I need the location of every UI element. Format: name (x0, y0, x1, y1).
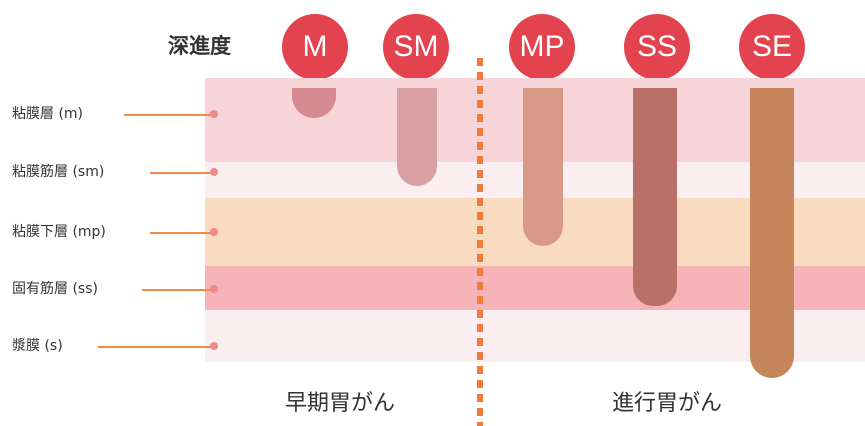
caption-early-gastric-cancer: 早期胃がん (285, 391, 396, 416)
layer-label-submucosa: 粘膜下層 (mp) (12, 224, 106, 240)
invasion-bar-mp (523, 88, 563, 246)
layer-label-serosa: 漿膜 (s) (12, 338, 63, 354)
stage-badge-mp: MP (509, 14, 575, 80)
invasion-bar-ss (633, 88, 677, 306)
leader-line (142, 289, 212, 291)
caption-advanced-gastric-cancer: 進行胃がん (612, 391, 723, 416)
leader-line (98, 346, 212, 348)
layer-label-mucosa: 粘膜層 (m) (12, 106, 84, 122)
leader-dot (210, 228, 218, 236)
leader-line (150, 172, 212, 174)
leader-line (150, 232, 212, 234)
stage-badge-ss: SS (624, 14, 690, 80)
leader-dot (210, 285, 218, 293)
depth-label: 深進度 (168, 34, 231, 58)
invasion-bar-sm (397, 88, 437, 186)
early-advanced-divider (477, 58, 483, 426)
leader-dot (210, 342, 218, 350)
layer-label-muscularis-propria: 固有筋層 (ss) (12, 281, 98, 297)
stage-badge-m: M (282, 14, 348, 80)
stage-badge-se: SE (739, 14, 805, 80)
leader-dot (210, 168, 218, 176)
leader-dot (210, 110, 218, 118)
layer-label-muscularis-mucosae: 粘膜筋層 (sm) (12, 164, 105, 180)
leader-line (124, 114, 212, 116)
stage-badge-sm: SM (383, 14, 449, 80)
invasion-bar-se (750, 88, 794, 378)
